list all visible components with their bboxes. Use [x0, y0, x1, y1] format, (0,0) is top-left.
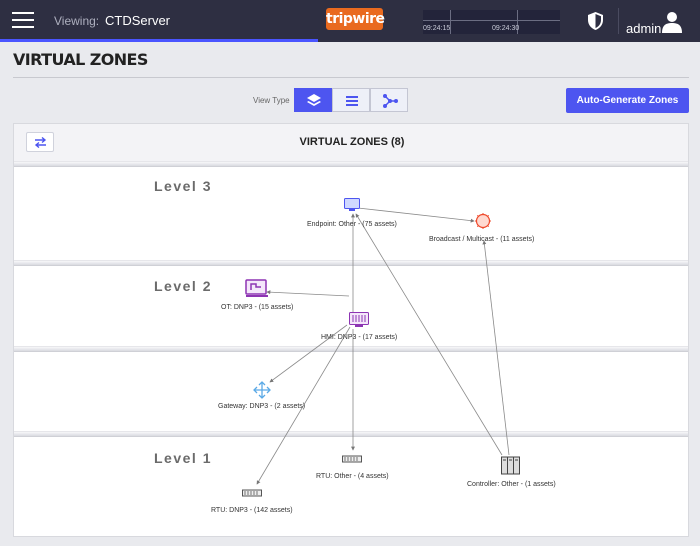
level-separator [14, 346, 688, 352]
gateway-node-label[interactable]: Gateway: DNP3 - (2 assets) [218, 403, 306, 410]
broadcast-node-label[interactable]: Broadcast / Multicast - (11 assets) [429, 236, 535, 243]
level-1-label: Level 1 [154, 450, 212, 466]
active-tab-indicator [0, 39, 318, 42]
swap-button[interactable] [26, 132, 54, 152]
panel-title: VIRTUAL ZONES (8) [299, 136, 405, 148]
controller-node-label[interactable]: Controller: Other - (1 assets) [467, 481, 556, 488]
menu-icon[interactable] [12, 12, 34, 29]
rtu-dnp3-node-label[interactable]: RTU: DNP3 - (142 assets) [211, 507, 293, 514]
page-title: VIRTUAL ZONES [13, 50, 148, 69]
timeline-time-1: 09:24:15 [423, 25, 451, 32]
hmi-icon[interactable] [349, 312, 369, 328]
virtual-zones-panel: VIRTUAL ZONES (8) Level 3 Level 2 Level … [13, 123, 689, 537]
rtu-other-node-label[interactable]: RTU: Other - (4 assets) [316, 473, 389, 480]
top-bar: Viewing: CTDServer tripwire 09:24:15 09:… [0, 0, 700, 42]
tripwire-logo: tripwire [326, 8, 385, 30]
view-layers-button[interactable] [294, 88, 332, 112]
level-separator [14, 260, 688, 266]
server-name[interactable]: CTDServer [105, 13, 171, 28]
broadcast-icon[interactable] [475, 213, 491, 229]
list-icon [346, 96, 358, 106]
graph-icon [383, 94, 398, 108]
ot-workstation-icon[interactable] [245, 279, 269, 299]
level-2-label: Level 2 [154, 278, 212, 294]
ot-node-label[interactable]: OT: DNP3 - (15 assets) [221, 304, 294, 311]
header-divider [618, 8, 619, 34]
zone-graph-edges [256, 207, 510, 485]
hmi-node-label[interactable]: HMI: DNP3 - (17 assets) [321, 334, 398, 341]
level-separator [14, 431, 688, 437]
title-divider [13, 77, 689, 78]
view-list-button[interactable] [332, 88, 370, 112]
endpoint-node-label[interactable]: Endpoint: Other - (75 assets) [307, 221, 397, 228]
user-name[interactable]: admin [626, 21, 662, 36]
panel-header: VIRTUAL ZONES (8) [14, 124, 688, 161]
view-graph-button[interactable] [370, 88, 408, 112]
level-3-label: Level 3 [154, 178, 212, 194]
activity-timeline[interactable]: 09:24:15 09:24:30 [423, 10, 560, 34]
shield-icon[interactable] [588, 12, 603, 30]
auto-generate-zones-button[interactable]: Auto-Generate Zones [566, 88, 689, 113]
rtu-dnp3-icon[interactable] [242, 489, 262, 497]
viewing-label: Viewing: [54, 14, 100, 28]
layers-icon [307, 94, 321, 106]
view-type-label: View Type [253, 96, 290, 105]
user-icon[interactable] [662, 11, 682, 33]
swap-icon [34, 137, 47, 148]
level-separator [14, 161, 688, 167]
rtu-other-icon[interactable] [342, 455, 362, 463]
gateway-icon[interactable] [253, 381, 271, 399]
endpoint-icon[interactable] [344, 198, 360, 212]
timeline-time-2: 09:24:30 [492, 25, 520, 32]
controller-icon[interactable] [501, 456, 521, 476]
